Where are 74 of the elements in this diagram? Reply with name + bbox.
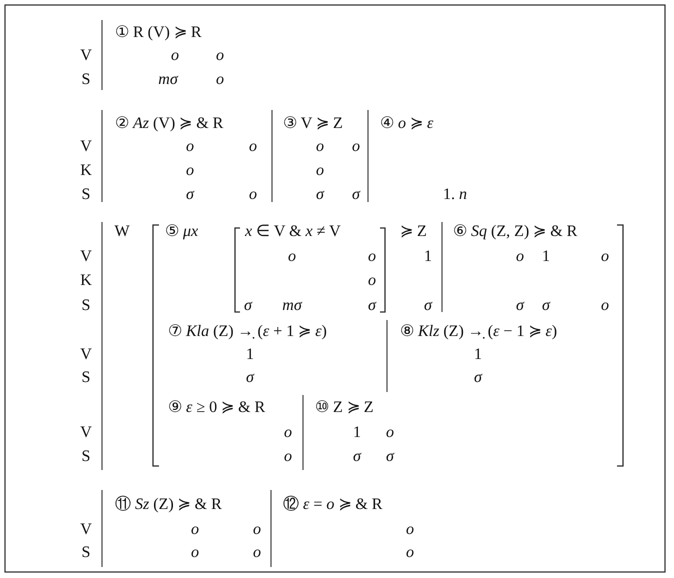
matrix-entry: σ (474, 369, 482, 387)
matrix-entry: 1 (474, 346, 482, 364)
matrix-entry: o (316, 138, 324, 156)
matrix-entry: o (186, 162, 194, 180)
row-label: V (80, 424, 92, 442)
matrix-entry: σ (246, 369, 254, 387)
matrix-entry: σ (542, 297, 550, 315)
row-label: S (82, 369, 90, 387)
matrix-entry: o (601, 248, 609, 266)
formula: ⑫ ε = o ≽ & R (283, 496, 382, 514)
matrix-entry: σ (386, 448, 394, 466)
formula: ④ o ≽ ε (380, 115, 434, 133)
row-label: V (80, 521, 92, 539)
matrix-entry: W (114, 223, 130, 241)
formula: ⑦ Kla (Z) →̣ (ε + 1 ≽ ε) (168, 323, 327, 341)
matrix-entry: o (288, 248, 296, 266)
matrix-entry: o (216, 71, 224, 89)
formula: ⑤ μx (165, 223, 198, 241)
matrix-entry: σ (368, 297, 376, 315)
row-label: K (80, 272, 92, 290)
row-label: V (80, 138, 92, 156)
matrix-entry: o (186, 138, 194, 156)
row-label: S (82, 448, 90, 466)
row-label: V (80, 248, 92, 266)
matrix-entry: 1 (246, 346, 254, 364)
matrix-entry: σ (424, 297, 432, 315)
matrix-entry: o (516, 248, 524, 266)
matrix-entry: 1. n (443, 186, 467, 204)
matrix-entry: o (368, 272, 376, 290)
matrix-entry: mσ (158, 71, 178, 89)
matrix-entry: o (406, 521, 414, 539)
matrix-entry: σ (353, 448, 361, 466)
matrix-entry: σ (352, 186, 360, 204)
matrix-entry: σ (244, 297, 252, 315)
row-label: S (82, 297, 90, 315)
matrix-entry: o (368, 248, 376, 266)
formula: ① R (V) ≽ R (115, 24, 202, 42)
row-label: V (80, 346, 92, 364)
row-label: V (80, 47, 92, 65)
formula: ⑪ Sz (Z) ≽ & R (115, 496, 222, 514)
matrix-entry: σ (516, 297, 524, 315)
row-label: K (80, 162, 92, 180)
matrix-entry: o (601, 297, 609, 315)
formula: ② Az (V) ≽ & R (115, 115, 224, 133)
matrix-entry: σ (186, 186, 194, 204)
matrix-entry: o (284, 448, 292, 466)
formula: ③ V ≽ Z (283, 115, 343, 133)
formula: ⑥ Sq (Z, Z) ≽ & R (453, 223, 578, 241)
matrix-entry: 1 (424, 248, 432, 266)
matrix-entry: o (171, 47, 179, 65)
matrix-entry: o (191, 544, 199, 562)
formula: ⑧ Klz (Z) →̣ (ε − 1 ≽ ε) (400, 323, 558, 341)
formula: ⑨ ε ≥ 0 ≽ & R (168, 399, 266, 417)
row-label: S (82, 71, 90, 89)
matrix-entry: 1 (542, 248, 550, 266)
formula: x ∈ V & x ≠ V (245, 223, 341, 241)
matrix-entry: 1 (353, 424, 361, 442)
matrix-entry: o (284, 424, 292, 442)
matrix-entry: o (253, 544, 261, 562)
matrix-entry: o (406, 544, 414, 562)
matrix-entry: o (249, 186, 257, 204)
matrix-entry: o (191, 521, 199, 539)
matrix-entry: mσ (282, 297, 302, 315)
matrix-entry: o (253, 521, 261, 539)
formula: ≽ Z (400, 223, 427, 241)
matrix-entry: o (249, 138, 257, 156)
matrix-entry: σ (316, 186, 324, 204)
matrix-entry: o (216, 47, 224, 65)
matrix-entry: o (316, 162, 324, 180)
row-label: S (82, 186, 90, 204)
formula: ⑩ Z ≽ Z (315, 399, 374, 417)
matrix-entry: o (386, 424, 394, 442)
matrix-entry: o (352, 138, 360, 156)
row-label: S (82, 544, 90, 562)
